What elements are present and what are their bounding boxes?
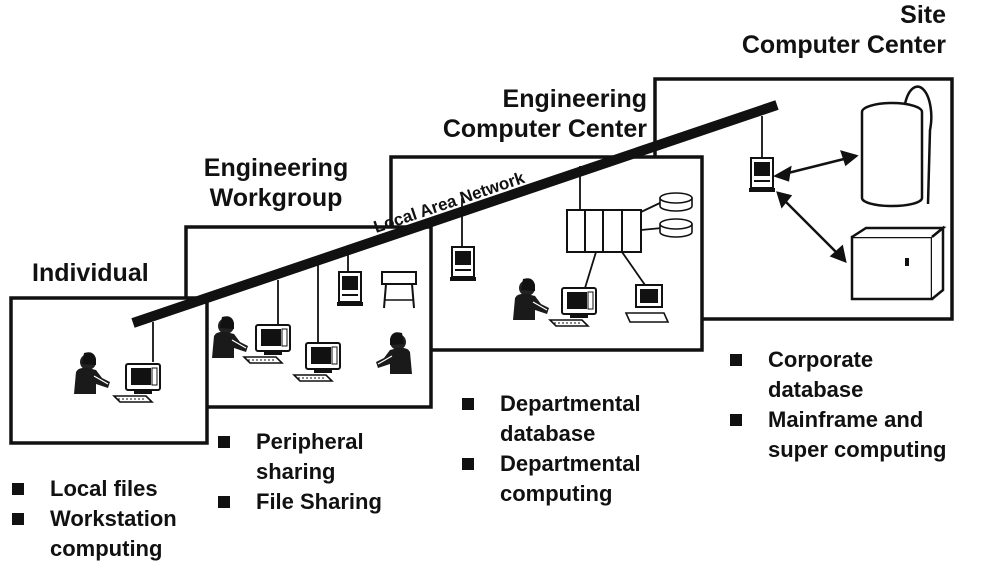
terminal-icon (624, 284, 670, 323)
bullet-item: Local files (12, 474, 177, 504)
bullet-square-icon (462, 398, 474, 410)
bullet-square-icon (730, 414, 742, 426)
lan-bus (131, 100, 779, 328)
bullet-item: File Sharing (218, 487, 382, 517)
tier-title-engineering-workgroup: Engineering Workgroup (203, 154, 349, 212)
bullet-square-icon (218, 496, 230, 508)
connection-arrows (772, 150, 859, 263)
tier-title-individual: Individual (32, 259, 149, 287)
tier-title-engineering-computer-center: Engineering Computer Center (442, 85, 647, 143)
mainframe-cylinder-icon (860, 85, 933, 208)
network-drop-lines (152, 116, 763, 362)
bullet-square-icon (462, 458, 474, 470)
supercomputer-cabinet-icon (850, 225, 947, 301)
tier-title-site-computer-center: Site Computer Center (741, 1, 946, 59)
plotter-icon (381, 271, 417, 309)
individual-box (9, 296, 209, 445)
workgroup-equipment (211, 271, 417, 382)
cluster-rack-icon (566, 209, 642, 253)
bullet-square-icon (218, 436, 230, 448)
bullet-square-icon (730, 354, 742, 366)
bullet-square-icon (12, 513, 24, 525)
bullet-square-icon (12, 483, 24, 495)
site-center-equipment (748, 85, 947, 301)
eng-center-equipment (449, 192, 693, 327)
